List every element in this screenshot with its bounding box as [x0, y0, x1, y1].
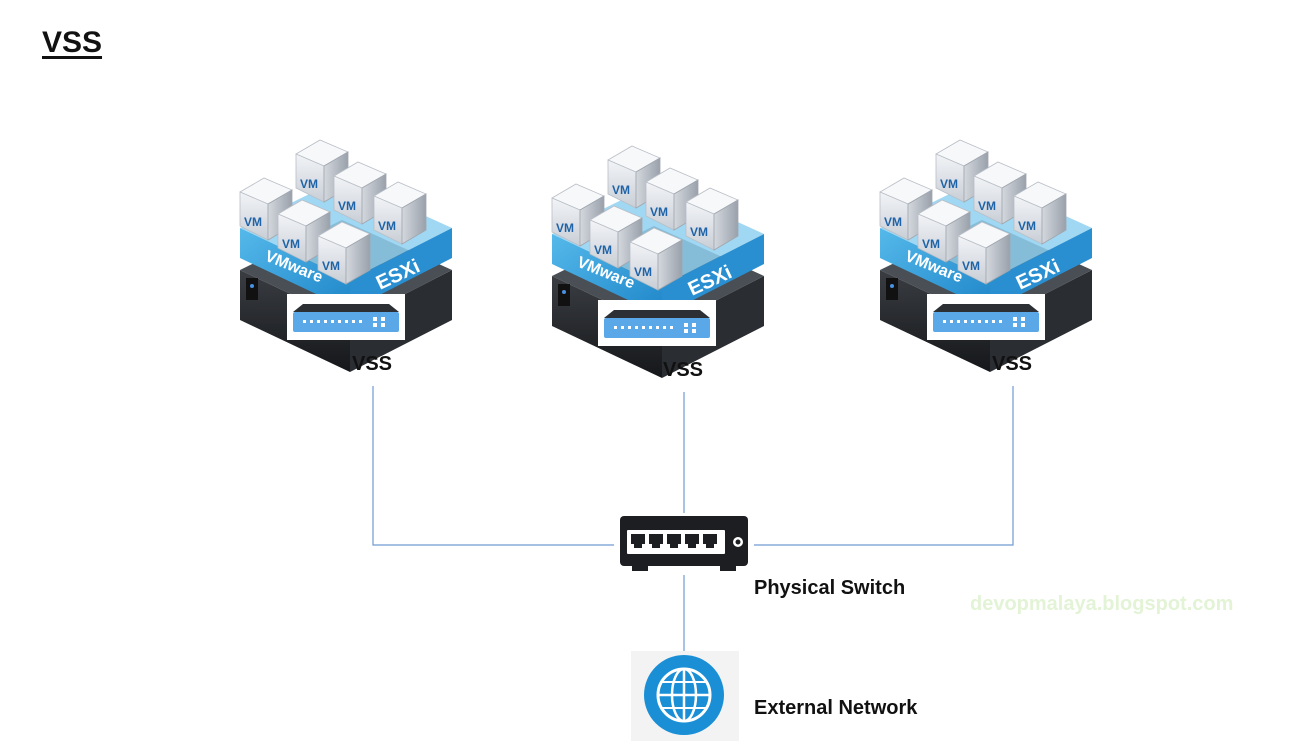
vss-switch-icon: [927, 294, 1045, 340]
vm-cubes: VM VM VM VM VM VM: [879, 139, 1067, 285]
vss-switch-icon: [287, 294, 405, 340]
vm-label: VM: [612, 183, 630, 197]
vss-label-2: VSS: [663, 359, 703, 381]
vss-label-3: VSS: [992, 353, 1032, 375]
page-title: VSS: [42, 26, 103, 59]
globe-icon: [631, 651, 739, 741]
vm-label: VM: [244, 215, 262, 229]
vm-cubes: VM VM VM VM VM VM: [551, 145, 739, 291]
vm-label: VM: [322, 259, 340, 273]
vss-switch-icon: [598, 300, 716, 346]
vm-label: VM: [978, 199, 996, 213]
vm-label: VM: [378, 219, 396, 233]
vm-label: VM: [594, 243, 612, 257]
vm-label: VM: [300, 177, 318, 191]
vm-label: VM: [962, 259, 980, 273]
network-links: [372, 386, 1014, 652]
link-host1-to-switch: [372, 386, 616, 546]
physical-switch-icon: [614, 513, 754, 575]
vm-label: VM: [884, 215, 902, 229]
vm-cubes: VM VM VM VM VM VM: [239, 139, 427, 285]
vm-label: VM: [338, 199, 356, 213]
watermark-text: devopmalaya.blogspot.com: [970, 593, 1233, 615]
vm-label: VM: [556, 221, 574, 235]
vm-label: VM: [690, 225, 708, 239]
vm-label: VM: [1018, 219, 1036, 233]
vm-label: VM: [634, 265, 652, 279]
external-network-label: External Network: [754, 697, 918, 719]
vm-label: VM: [650, 205, 668, 219]
vm-label: VM: [282, 237, 300, 251]
vss-label-1: VSS: [352, 353, 392, 375]
vm-label: VM: [940, 177, 958, 191]
vm-label: VM: [922, 237, 940, 251]
link-host3-to-switch: [752, 386, 1014, 546]
physical-switch-label: Physical Switch: [754, 577, 905, 599]
